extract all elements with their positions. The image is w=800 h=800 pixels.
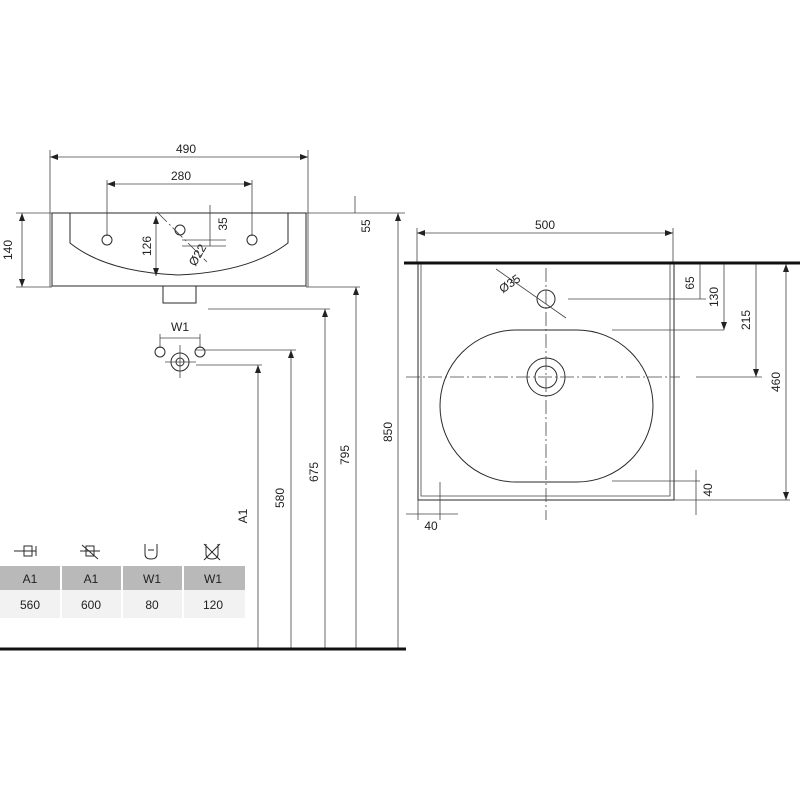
dim-plan-40-right: 40	[701, 483, 715, 497]
table-header-a1-free: A1	[84, 572, 99, 586]
bowl-outline	[439, 329, 654, 483]
dim-top-height: 795	[338, 445, 352, 465]
dim-plan-65: 65	[683, 276, 697, 290]
dim-plan-width: 500	[535, 218, 555, 232]
table-value-w1-free: 120	[203, 598, 223, 612]
dimension-table: A1 A1 W1 W1 560 600 80 120	[0, 543, 245, 618]
dim-supply-height: A1	[236, 508, 250, 523]
dim-trap-height: 580	[273, 488, 287, 508]
table-value-a1-free: 600	[81, 598, 101, 612]
table-value-a1-wall: 560	[20, 598, 40, 612]
table-header-w1-free: W1	[204, 572, 222, 586]
dim-plan-tap-hole: Ø35	[496, 271, 523, 296]
trap-crossed-icon	[203, 543, 221, 561]
dim-rim-thickness: 55	[359, 219, 373, 233]
dim-plan-40-bottom: 40	[424, 519, 438, 533]
plan-view: 500 Ø35 65 130 215	[404, 218, 800, 533]
trap-icon	[144, 544, 158, 560]
dim-plan-depth: 460	[769, 372, 783, 392]
table-value-w1-trap: 80	[145, 598, 159, 612]
table-header-a1-wall: A1	[23, 572, 38, 586]
wall-tap-icon	[14, 545, 37, 557]
dim-bowl-depth: 126	[140, 236, 154, 256]
table-header-w1-trap: W1	[143, 572, 161, 586]
dim-tap-offset: 35	[216, 217, 230, 231]
dim-supply-spacing: W1	[171, 320, 189, 334]
wall-tap-crossed-icon	[80, 544, 100, 560]
basin-front-outline	[51, 212, 307, 287]
dim-plan-130: 130	[707, 287, 721, 307]
dim-tap-spacing: 280	[171, 169, 191, 183]
front-elevation: 490 280 35 Ø22 126 140	[0, 142, 406, 651]
dim-tap-hole: Ø22	[186, 241, 210, 268]
dim-basin-height: 140	[1, 240, 15, 260]
dim-total-height: 850	[381, 422, 395, 442]
dim-plan-215: 215	[739, 310, 753, 330]
dim-waste-height: 675	[307, 462, 321, 482]
dim-front-width: 490	[176, 142, 196, 156]
